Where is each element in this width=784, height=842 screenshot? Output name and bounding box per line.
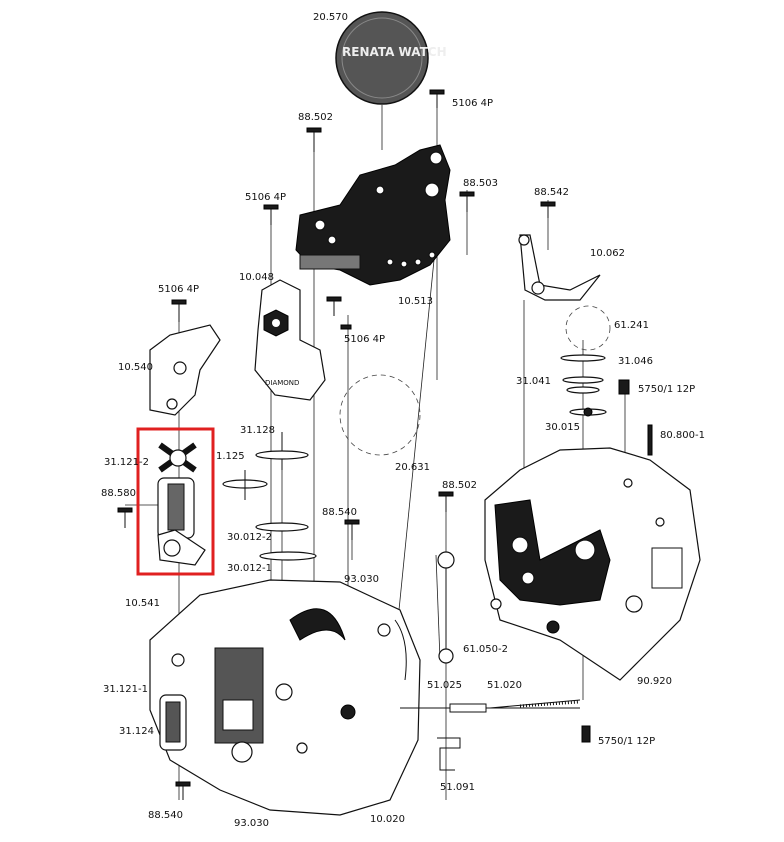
dial-outline-61241 (565, 305, 611, 351)
label-31121-2: 31.121-2 (104, 457, 149, 468)
top-bridge-plate (295, 144, 451, 286)
screw-5106-top (429, 89, 445, 108)
screw-88540-mid (344, 519, 360, 540)
gear-31128 (255, 432, 309, 470)
label-5750-bot: 5750/1 12P (598, 736, 655, 747)
screw-5106-mid (263, 204, 279, 225)
label-51020: 51.020 (487, 680, 522, 691)
stem-51020 (400, 699, 581, 713)
label-1125: 1.125 (216, 451, 245, 462)
label-5106-mid: 5106 4P (245, 192, 286, 203)
label-61241: 61.241 (614, 320, 649, 331)
plate-10540 (149, 324, 221, 416)
label-10541: 10.541 (125, 598, 160, 609)
label-51091: 51.091 (440, 782, 475, 793)
plate-10048: DIAMOND (254, 279, 326, 401)
screw-88502-mid (438, 491, 454, 512)
label-10540: 10.540 (118, 362, 153, 373)
label-90920: 90.920 (637, 676, 672, 687)
label-88540-mid: 88.540 (322, 507, 357, 518)
label-10062: 10.062 (590, 248, 625, 259)
label-93030-mid: 93.030 (344, 574, 379, 585)
screw-5750-bot (581, 725, 591, 743)
main-plate-right (484, 447, 701, 681)
label-31041: 31.041 (516, 376, 551, 387)
label-5750-top: 5750/1 12P (638, 384, 695, 395)
label-31124: 31.124 (119, 726, 154, 737)
label-88503: 88.503 (463, 178, 498, 189)
gear-31041 (562, 376, 604, 394)
screw-5106-left (171, 299, 187, 322)
gear-30012-1 (259, 551, 317, 561)
label-5106-left: 5106 4P (158, 284, 199, 295)
screw-88580 (117, 507, 133, 528)
lever-10062 (518, 201, 601, 301)
screw-88503 (459, 191, 475, 212)
pin-80800 (647, 424, 653, 456)
label-5106-top: 5106 4P (452, 98, 493, 109)
gear-31046 (560, 354, 606, 362)
label-10513: 10.513 (398, 296, 433, 307)
label-30012-1: 30.012-1 (227, 563, 272, 574)
screw-10513 (326, 296, 342, 316)
screw-5750-top (618, 379, 630, 395)
label-10048: 10.048 (239, 272, 274, 283)
label-31121-1: 31.121-1 (103, 684, 148, 695)
label-30012-2: 30.012-2 (227, 532, 272, 543)
coil-assembly-31121-2 (157, 442, 206, 566)
coil-31121-1 (159, 653, 187, 751)
label-88502-mid: 88.502 (442, 480, 477, 491)
screw-88502-top (306, 127, 322, 152)
highlight-box (136, 427, 215, 576)
label-93030-bot: 93.030 (234, 818, 269, 829)
label-80800: 80.800-1 (660, 430, 705, 441)
battery-cell: RENATA WATCH (335, 11, 447, 105)
label-20570: 20.570 (313, 12, 348, 23)
label-88502-top: 88.502 (298, 112, 333, 123)
screw-5106-r (340, 324, 352, 330)
svg-text:DIAMOND: DIAMOND (265, 379, 299, 387)
gear-1125 (222, 470, 268, 500)
label-88540-bot: 88.540 (148, 810, 183, 821)
rotor-outline (339, 374, 421, 456)
main-plate-bottom (149, 579, 421, 816)
label-51025: 51.025 (427, 680, 462, 691)
label-61050: 61.050-2 (463, 644, 508, 655)
label-88542: 88.542 (534, 187, 569, 198)
label-10020: 10.020 (370, 814, 405, 825)
label-20631: 20.631 (395, 462, 430, 473)
spring-61050 (437, 551, 455, 664)
gear-30012-2 (255, 522, 309, 532)
label-30015: 30.015 (545, 422, 580, 433)
screw-88540-bot (175, 781, 191, 800)
label-31046: 31.046 (618, 356, 653, 367)
spring-51091 (437, 737, 461, 771)
label-5106-r: 5106 4P (344, 334, 385, 345)
battery-brand-text: RENATA WATCH (342, 45, 447, 59)
label-88580: 88.580 (101, 488, 136, 499)
gear-30015 (569, 407, 607, 417)
label-31128: 31.128 (240, 425, 275, 436)
